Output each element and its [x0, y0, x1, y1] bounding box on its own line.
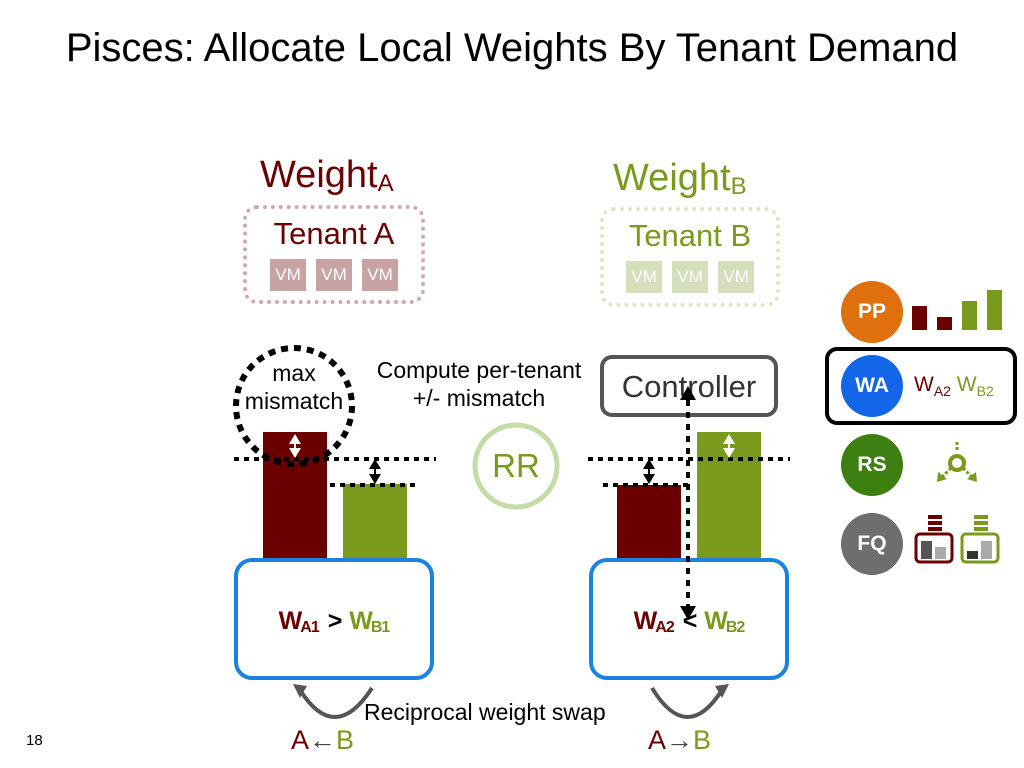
left-swap-direction: A←B [291, 724, 354, 756]
rr-label: RR [492, 447, 540, 484]
right-swap-curve [650, 686, 724, 719]
wa-b-sub: B2 [976, 383, 994, 400]
slide-title: Pisces: Allocate Local Weights By Tenant… [65, 26, 959, 70]
fair-queuing-icon [914, 515, 1000, 564]
weight-b-label: Weight [613, 157, 731, 199]
compute-line2: +/- mismatch [412, 385, 546, 411]
wa-a-label: W [914, 373, 934, 396]
rr-circle [472, 422, 560, 510]
swap-label: Reciprocal weight swap [364, 699, 606, 725]
weight-b-heading: WeightB [613, 158, 747, 207]
left-diff-arrow-b [369, 459, 381, 484]
rs-badge: RS [841, 434, 903, 496]
left-swap-b: B [336, 725, 355, 755]
left-wa-sub: A1 [300, 619, 319, 636]
vm-a-1: VM [270, 259, 306, 291]
right-swap-a: A [648, 725, 667, 755]
left-weight-box: WA1 > WB1 [234, 558, 434, 680]
right-wa-label: W [633, 607, 658, 635]
left-swap-a: A [291, 725, 310, 755]
weight-a-sub: A [377, 170, 394, 197]
replica-selection-icon [937, 442, 977, 482]
left-swap-arrow: ← [309, 725, 337, 755]
left-diff-arrow-a [289, 434, 301, 458]
controller-arrow-up-icon [680, 386, 696, 400]
compute-line1: Compute per-tenant [376, 357, 582, 383]
max-mismatch-circle [233, 345, 355, 467]
vm-b-3: VM [718, 261, 754, 293]
compute-mismatch-label: Compute per-tenant +/- mismatch [353, 356, 605, 412]
wa-a-sub: A2 [933, 383, 951, 400]
wa-badge: WA [841, 355, 903, 417]
tenant-a-name: Tenant A [273, 216, 395, 251]
max-mismatch-line2: mismatch [244, 388, 344, 414]
pp-badge: PP [841, 281, 903, 343]
pp-bars-icon [912, 290, 1002, 330]
left-wa-label: W [278, 607, 303, 635]
right-weight-box: WA2 < WB2 [589, 558, 789, 680]
wa-highlight-box [825, 347, 1017, 425]
weight-b-sub: B [730, 173, 747, 200]
left-bar-b [343, 484, 407, 560]
page-number: 18 [26, 732, 43, 749]
right-bar-a [617, 485, 681, 560]
left-wb-label: W [349, 607, 373, 635]
wa-b-label: W [956, 373, 977, 396]
left-swap-curve [298, 686, 374, 719]
right-weight-compare: WA2 < WB2 [593, 607, 785, 637]
right-swap-direction: A→B [648, 724, 711, 756]
left-swap-arrowhead [293, 684, 307, 698]
tenant-a-vms: VM VM VM [247, 259, 421, 291]
tenant-b-box: Tenant B VM VM VM [600, 207, 780, 307]
left-op: > [327, 607, 343, 635]
tenant-b-name: Tenant B [628, 218, 752, 253]
controller-arrow-down-icon [680, 606, 696, 620]
tenant-a-box: Tenant A VM VM VM [243, 205, 425, 304]
right-swap-arrowhead [715, 684, 729, 698]
weight-a-heading: WeightA [260, 155, 394, 204]
right-diff-arrow-b [723, 434, 735, 458]
vm-a-3: VM [362, 259, 398, 291]
vm-b-2: VM [672, 261, 708, 293]
right-swap-b: B [693, 725, 712, 755]
right-swap-arrow: → [666, 725, 694, 755]
weight-a-label: Weight [260, 154, 378, 196]
max-mismatch-line1: max [272, 360, 316, 386]
wa-weights: WA2 WB2 [914, 372, 994, 404]
right-wb-label: W [704, 607, 728, 635]
left-weight-compare: WA1 > WB1 [238, 607, 430, 637]
fq-badge: FQ [841, 513, 903, 575]
vm-a-2: VM [316, 259, 352, 291]
max-mismatch-label: max mismatch [234, 359, 354, 415]
right-diff-arrow-a [643, 459, 655, 484]
right-wb-sub: B2 [725, 619, 745, 636]
vm-b-1: VM [626, 261, 662, 293]
left-wb-sub: B1 [370, 619, 390, 636]
tenant-b-vms: VM VM VM [604, 261, 776, 293]
right-wa-sub: A2 [655, 619, 674, 636]
